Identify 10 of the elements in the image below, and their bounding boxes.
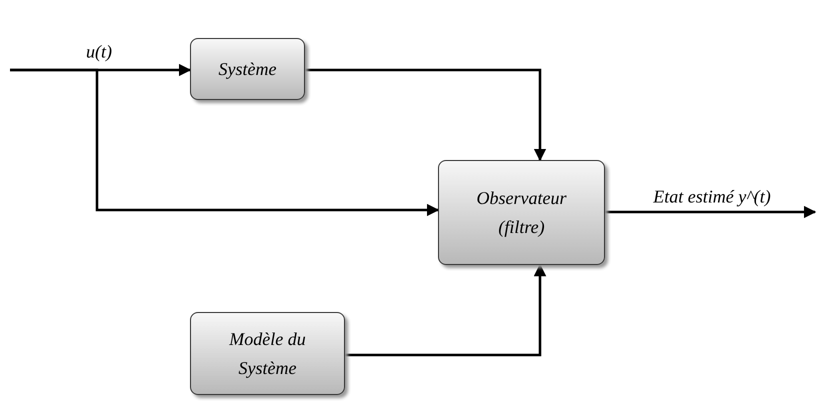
- node-label: Modèle du Système: [228, 328, 307, 380]
- arrow: [10, 68, 440, 216]
- process-box: [438, 160, 605, 265]
- arrow: [605, 206, 816, 218]
- arrow: [345, 264, 546, 356]
- node-label: Système: [218, 58, 276, 81]
- node-label: Observateur (filtre): [476, 186, 568, 239]
- process-box: [190, 38, 305, 100]
- process-box: [190, 312, 345, 395]
- arrow: [305, 68, 546, 162]
